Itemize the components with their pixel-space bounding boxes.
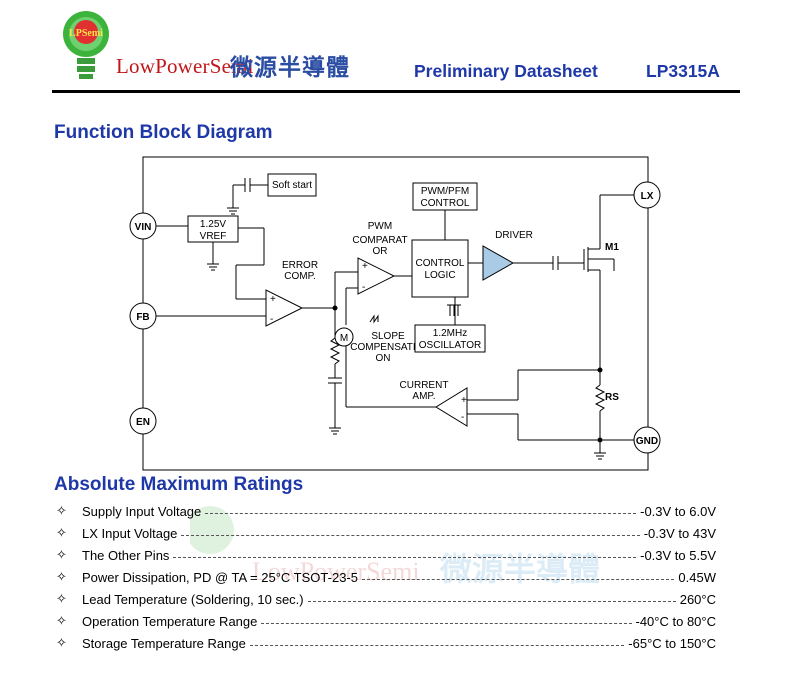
soft-start-label: Soft start	[272, 180, 312, 191]
error-comp-label-2: COMP.	[284, 271, 316, 282]
en-label: EN	[136, 417, 150, 428]
control-logic-label-2: LOGIC	[424, 270, 455, 281]
m1-label: M1	[605, 242, 619, 253]
error-comp-minus: -	[270, 314, 273, 325]
pwm-comp-minus: -	[362, 282, 365, 293]
slope-label-3: ON	[376, 353, 391, 364]
block-diagram-title: Function Block Diagram	[54, 122, 273, 143]
rating-row: ✧ Storage Temperature Range -65°C to 150°C	[56, 632, 716, 654]
vref-block	[187, 215, 239, 243]
slope-label-2: COMPENSATI	[350, 342, 415, 353]
ratings-title: Absolute Maximum Ratings	[54, 474, 304, 495]
control-logic-block	[411, 239, 469, 298]
bullet-icon: ✧	[56, 591, 67, 606]
pwm-pfm-label-1: PWM/PFM	[421, 186, 469, 197]
current-amp-plus: +	[461, 395, 467, 406]
leader-line	[361, 578, 675, 580]
slope-label-1: SLOPE	[371, 331, 405, 342]
oscillator-label: OSCILLATOR	[419, 340, 481, 351]
pwm-comp-plus: +	[362, 261, 368, 272]
vref-voltage-label: 1.25V	[200, 219, 226, 230]
oscillator-freq-label: 1.2MHz	[433, 328, 467, 339]
pwm-pfm-control-block	[412, 182, 478, 211]
en-pin	[129, 407, 157, 435]
lpsemi-logo: LPSemi	[63, 11, 109, 79]
rating-label: Supply Input Voltage	[82, 503, 202, 519]
document-label: Preliminary Datasheet	[414, 61, 598, 81]
bullet-icon: ✧	[56, 569, 67, 584]
gnd-label: GND	[636, 436, 658, 447]
leader-line	[249, 644, 625, 646]
rating-value: -0.3V to 5.5V	[640, 547, 716, 563]
chip-outline	[142, 156, 649, 471]
control-logic-label-1: CONTROL	[416, 258, 465, 269]
function-block-diagram: Soft start VIN 1.25V VREF + - ERROR COMP…	[129, 156, 661, 471]
rating-value: -40°C to 80°C	[635, 613, 717, 629]
leader-line	[173, 556, 637, 558]
brand-name-english: LowPowerSemi	[116, 54, 254, 78]
rating-label: Power Dissipation, PD @ TA = 25°C TSOT-2…	[82, 569, 358, 585]
rating-label: Lead Temperature (Soldering, 10 sec.)	[82, 591, 304, 607]
leader-line	[181, 534, 640, 536]
rating-row: ✧ Supply Input Voltage -0.3V to 6.0V	[56, 500, 716, 522]
logo-text: LPSemi	[69, 28, 103, 39]
rating-value: -0.3V to 6.0V	[640, 503, 716, 519]
rating-value: -0.3V to 43V	[643, 525, 716, 541]
part-number: LP3315A	[646, 61, 720, 81]
pwm-pfm-label-2: CONTROL	[421, 198, 470, 209]
rating-row: ✧ Power Dissipation, PD @ TA = 25°C TSOT-…	[56, 566, 716, 588]
pwm-comparator	[357, 257, 396, 295]
error-comparator	[265, 289, 304, 327]
current-amp-minus: -	[461, 412, 464, 423]
error-comp-label-1: ERROR	[282, 260, 318, 271]
pwm-comp-label-3: OR	[373, 246, 388, 257]
rating-label: Storage Temperature Range	[82, 635, 246, 651]
pwm-comp-label-1: PWM	[368, 221, 392, 232]
oscillator-block	[414, 324, 486, 353]
rating-row: ✧ LX Input Voltage -0.3V to 43V	[56, 522, 716, 544]
bullet-icon: ✧	[56, 503, 67, 518]
slope-summer-symbol: M	[340, 333, 348, 344]
rating-row: ✧ The Other Pins -0.3V to 5.5V	[56, 544, 716, 566]
bullet-icon: ✧	[56, 525, 67, 540]
fb-label: FB	[136, 312, 149, 323]
rating-row: ✧ Operation Temperature Range -40°C to 80°…	[56, 610, 716, 632]
ratings-list: ✧ Supply Input Voltage -0.3V to 6.0V ✧ LX I…	[56, 500, 716, 654]
gnd-pin	[633, 426, 661, 454]
lx-pin	[633, 181, 661, 209]
error-comp-plus: +	[270, 294, 276, 305]
driver-amplifier	[482, 245, 515, 281]
rating-value: 260°C	[679, 591, 716, 607]
rating-value: -65°C to 150°C	[628, 635, 716, 651]
current-amp-label-2: AMP.	[412, 391, 435, 402]
brand-name-chinese: 微源半導體	[230, 55, 350, 81]
rating-value: 0.45W	[678, 569, 716, 585]
leader-line	[261, 622, 632, 624]
slope-summer	[334, 327, 354, 347]
pwm-comp-label-2: COMPARAT	[352, 235, 407, 246]
rating-label: LX Input Voltage	[82, 525, 178, 541]
vref-label: VREF	[200, 231, 227, 242]
header-divider	[52, 90, 740, 93]
rating-row: ✧ Lead Temperature (Soldering, 10 sec.) 26…	[56, 588, 716, 610]
vin-label: VIN	[135, 222, 152, 233]
bullet-icon: ✧	[56, 613, 67, 628]
current-amp-label-1: CURRENT	[400, 380, 449, 391]
current-amplifier	[435, 387, 468, 427]
leader-line	[307, 600, 676, 602]
rs-label: RS	[605, 392, 619, 403]
driver-label: DRIVER	[495, 230, 533, 241]
lx-label: LX	[641, 191, 654, 202]
bullet-icon: ✧	[56, 547, 67, 562]
bullet-icon: ✧	[56, 635, 67, 650]
rating-label: The Other Pins	[82, 547, 170, 563]
leader-line	[205, 512, 637, 514]
rating-label: Operation Temperature Range	[82, 613, 258, 629]
